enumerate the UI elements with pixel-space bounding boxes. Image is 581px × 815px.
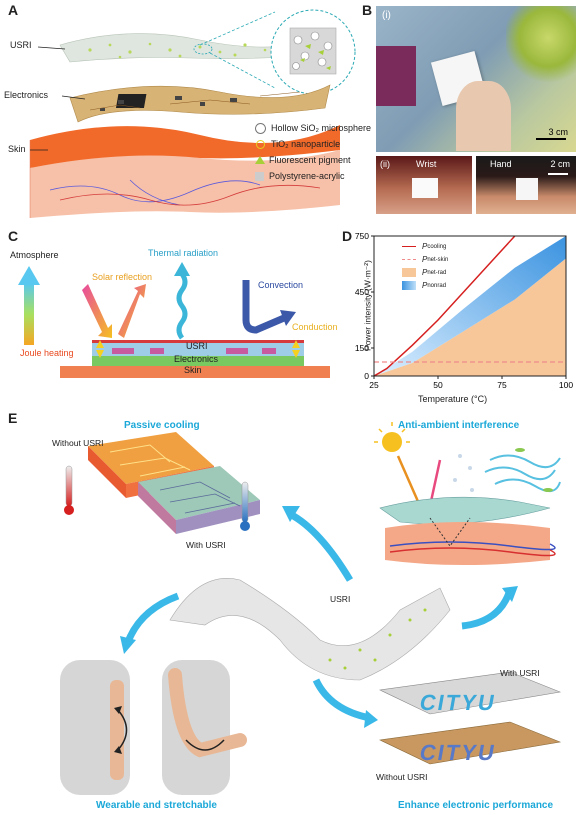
- panel-c-diagram: [18, 262, 330, 378]
- chart-xlabel: Temperature (°C): [418, 394, 488, 404]
- subpanel-label-ii: (ii): [380, 159, 390, 169]
- circle-outline-icon: [255, 122, 266, 134]
- label-joule-heating: Joule heating: [20, 348, 74, 358]
- legend-swatch: [402, 281, 416, 290]
- chart-power-intensity: 25 50 75 100 0 150 450 750: [355, 231, 574, 390]
- x-tick-label: 75: [497, 380, 507, 390]
- layer-label-usri: USRI: [10, 40, 32, 50]
- label-wrist: Wrist: [416, 159, 437, 169]
- cityu-text-top: CITYU: [417, 690, 499, 715]
- label-electronics-c: Electronics: [174, 354, 219, 364]
- panel-a-label: A: [8, 2, 19, 18]
- legend-item: Fluorescent pigment: [255, 152, 371, 168]
- label-skin-c: Skin: [184, 365, 202, 375]
- chart-ylabel: Power intensity (W·m⁻²): [362, 260, 373, 351]
- y-tick-label: 0: [364, 371, 369, 381]
- legend-item: TiO₂ nanoparticle: [255, 136, 371, 152]
- scale-bar: [536, 138, 566, 140]
- title-wearable: Wearable and stretchable: [96, 800, 217, 811]
- x-tick-label: 100: [559, 380, 573, 390]
- legend-swatch: [402, 259, 416, 260]
- y-tick-label: 150: [355, 343, 369, 353]
- scale-label: 2 cm: [550, 159, 570, 169]
- label-usri-c: USRI: [186, 341, 208, 351]
- plot-frame: [373, 235, 567, 377]
- label-solar-reflection: Solar reflection: [92, 272, 153, 282]
- scale-bar: [548, 173, 568, 175]
- yellow-circle-icon: [256, 139, 265, 149]
- label-without-usri-1: Without USRI: [52, 438, 104, 448]
- layer-label-skin: Skin: [8, 144, 26, 154]
- legend-item: Polystyrene-acrylic: [255, 168, 371, 184]
- scale-label: 3 cm: [548, 127, 568, 137]
- x-tick-label: 50: [433, 380, 443, 390]
- photo-hand: Hand 2 cm: [476, 156, 576, 214]
- layer-label-electronics: Electronics: [4, 90, 49, 100]
- x-tick-label: 25: [369, 380, 379, 390]
- y-tick-label: 450: [355, 287, 369, 297]
- legend-swatch: [402, 268, 416, 277]
- label-with-usri-1: With USRI: [186, 540, 226, 550]
- line-cooling: [373, 235, 516, 377]
- label-conduction: Conduction: [292, 322, 338, 332]
- label-usri-center: USRI: [330, 594, 351, 604]
- label-hand: Hand: [490, 159, 512, 169]
- cityu-text-bottom: CITYU: [417, 740, 499, 765]
- gray-square-icon: [255, 171, 264, 181]
- legend-swatch: [402, 245, 416, 248]
- title-anti-ambient: Anti-ambient interference: [398, 420, 520, 431]
- panel-e-illustration: [60, 422, 562, 795]
- panel-a-layers: [29, 9, 356, 218]
- panel-e-label: E: [8, 410, 18, 426]
- label-without-usri-2: Without USRI: [376, 772, 428, 782]
- label-convection: Convection: [258, 280, 304, 290]
- label-atmosphere: Atmosphere: [10, 250, 59, 260]
- label-thermal-radiation: Thermal radiation: [148, 248, 219, 258]
- title-enhance: Enhance electronic performance: [398, 800, 554, 811]
- photo-usri-handheld: (i) 3 cm: [376, 6, 576, 152]
- legend-item: Hollow SiO₂ microsphere: [255, 120, 371, 136]
- panel-b-label: B: [362, 2, 373, 18]
- green-flake-icon: [255, 156, 265, 164]
- title-passive-cooling: Passive cooling: [124, 420, 200, 431]
- area-nonrad: [374, 236, 566, 376]
- panel-d-label: D: [342, 228, 353, 244]
- label-with-usri-2: With USRI: [500, 668, 540, 678]
- panel-c-label: C: [8, 228, 19, 244]
- panel-a-legend: Hollow SiO₂ microsphere TiO₂ nanoparticl…: [255, 120, 371, 184]
- subpanel-label-i: (i): [382, 10, 391, 21]
- y-tick-label: 750: [355, 231, 369, 241]
- area-net-rad: [374, 258, 566, 376]
- photo-wrist: (ii) Wrist: [376, 156, 472, 214]
